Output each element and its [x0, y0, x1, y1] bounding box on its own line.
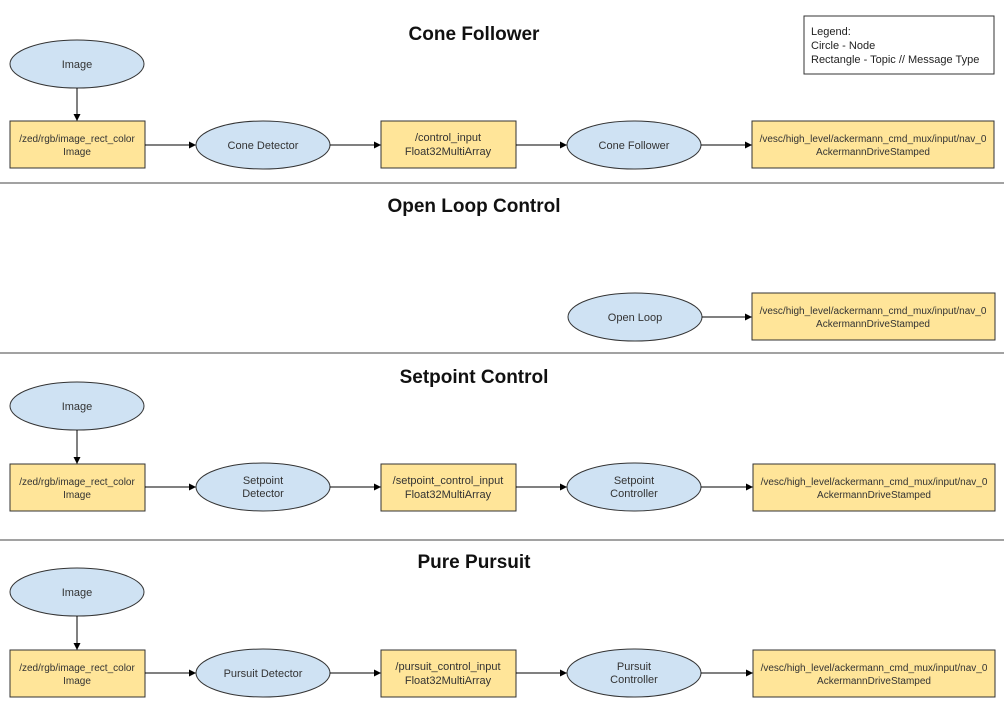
image-node-label: Image: [62, 59, 93, 71]
drive-topic-box: [752, 649, 996, 698]
controller-node-label-line1: Pursuit: [617, 661, 651, 673]
section-pure-pursuit: Pure Pursuit Image /zed/rgb/image_rect_c…: [9, 552, 996, 698]
detector-node-label-line2: Detector: [242, 488, 284, 500]
control-topic-name: /pursuit_control_input: [395, 661, 500, 673]
control-topic-name: /control_input: [415, 132, 481, 144]
control-topic-type: Float32MultiArray: [405, 675, 492, 687]
section-open-loop-control: Open Loop Control Open Loop /vesc/high_l…: [387, 196, 996, 342]
controller-node-label-line2: Controller: [610, 488, 658, 500]
legend-circle-line: Circle - Node: [811, 40, 875, 52]
image-node-label: Image: [62, 401, 93, 413]
image-topic-name: /zed/rgb/image_rect_color: [19, 663, 135, 674]
drive-topic-name: /vesc/high_level/ackermann_cmd_mux/input…: [761, 477, 988, 488]
drive-topic-type: AckermannDriveStamped: [816, 319, 930, 330]
drive-topic-name: /vesc/high_level/ackermann_cmd_mux/input…: [760, 306, 987, 317]
detector-node-label: Pursuit Detector: [224, 668, 303, 680]
legend: Legend: Circle - Node Rectangle - Topic …: [803, 15, 995, 75]
controller-node-label: Cone Follower: [599, 140, 670, 152]
control-topic-box: [380, 463, 517, 512]
legend-box: [803, 15, 995, 75]
drive-topic-name: /vesc/high_level/ackermann_cmd_mux/input…: [760, 134, 987, 145]
section-cone-follower: Cone Follower Image /zed/rgb/image_rect_…: [9, 24, 995, 170]
image-topic-box: [9, 463, 146, 512]
section-title: Setpoint Control: [400, 367, 549, 388]
image-topic-type: Image: [63, 676, 91, 687]
controller-node: [566, 648, 702, 698]
legend-rectangle-line: Rectangle - Topic // Message Type: [811, 54, 979, 66]
control-topic-name: /setpoint_control_input: [393, 475, 504, 487]
image-node-label: Image: [62, 587, 93, 599]
section-title: Open Loop Control: [387, 196, 560, 217]
drive-topic-type: AckermannDriveStamped: [817, 490, 931, 501]
detector-node: [195, 462, 331, 512]
image-topic-name: /zed/rgb/image_rect_color: [19, 134, 135, 145]
drive-topic-box: [751, 120, 995, 169]
controller-node-label: Open Loop: [608, 312, 662, 324]
detector-node-label-line1: Setpoint: [243, 475, 283, 487]
control-topic-box: [380, 120, 517, 169]
legend-title: Legend:: [811, 26, 851, 38]
image-topic-name: /zed/rgb/image_rect_color: [19, 477, 135, 488]
controller-node-label-line1: Setpoint: [614, 475, 654, 487]
controller-node-label-line2: Controller: [610, 674, 658, 686]
drive-topic-box: [752, 463, 996, 512]
image-topic-box: [9, 649, 146, 698]
drive-topic-box: [751, 292, 996, 341]
image-topic-type: Image: [63, 147, 91, 158]
drive-topic-type: AckermannDriveStamped: [817, 676, 931, 687]
control-topic-type: Float32MultiArray: [405, 146, 492, 158]
section-title: Pure Pursuit: [418, 552, 532, 573]
drive-topic-type: AckermannDriveStamped: [816, 147, 930, 158]
detector-node-label: Cone Detector: [228, 140, 299, 152]
control-topic-type: Float32MultiArray: [405, 489, 492, 501]
image-topic-type: Image: [63, 490, 91, 501]
section-title: Cone Follower: [409, 24, 541, 45]
drive-topic-name: /vesc/high_level/ackermann_cmd_mux/input…: [761, 663, 988, 674]
controller-node: [566, 462, 702, 512]
section-setpoint-control: Setpoint Control Image /zed/rgb/image_re…: [9, 367, 996, 512]
control-topic-box: [380, 649, 517, 698]
